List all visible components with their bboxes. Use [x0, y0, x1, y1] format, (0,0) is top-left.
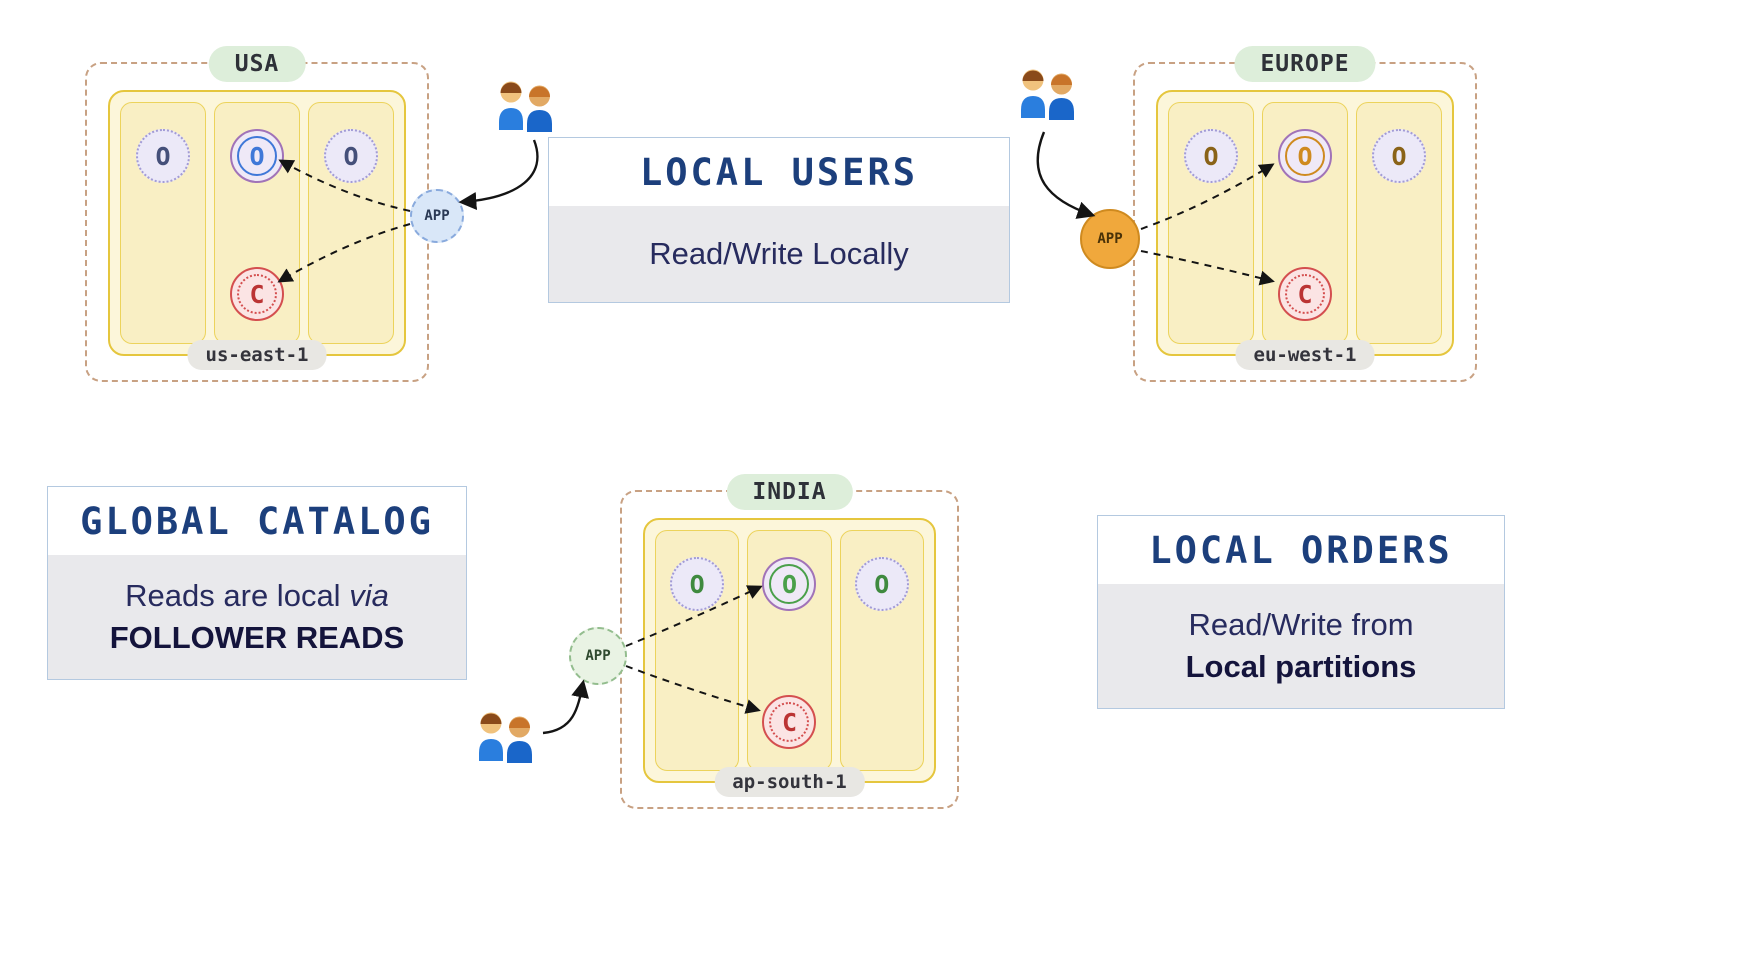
region-europe-cluster: O O C O eu-west-1: [1156, 90, 1454, 370]
users-icon: [479, 712, 532, 763]
callout-local-orders-line2: Local partitions: [1185, 648, 1417, 684]
follower-replica-orders: O: [324, 129, 378, 183]
leader-inner-ring: [237, 136, 277, 176]
catalog-inner-ring: [769, 702, 810, 742]
region-usa-cluster: O O C O us-east-1: [108, 90, 406, 370]
arrow-india-users-to-app: [542, 679, 590, 735]
leader-inner-ring: [1285, 136, 1325, 176]
callout-global-catalog: GLOBAL CATALOG Reads are local via FOLLO…: [47, 486, 467, 680]
callout-local-orders-body: Read/Write from Local partitions: [1098, 584, 1504, 708]
replica-letter: C: [781, 707, 798, 737]
users-icon-india: [470, 703, 538, 768]
callout-global-catalog-line2: FOLLOWER READS: [109, 619, 405, 655]
replica-letter: C: [249, 279, 265, 309]
region-india-label: INDIA: [726, 474, 853, 510]
callout-local-users-body: Read/Write Locally: [549, 206, 1009, 302]
app-circle-india: APP: [569, 627, 627, 685]
region-india: INDIA O O C O: [620, 474, 959, 809]
body-text-italic: via: [349, 578, 389, 613]
arrow-europe-users-to-app: [1036, 131, 1096, 219]
replica-letter: C: [1297, 279, 1313, 309]
follower-replica-orders: O: [1372, 129, 1426, 183]
body-text: Reads are local: [125, 578, 350, 613]
zone-label-eu-west-1: eu-west-1: [1235, 340, 1375, 370]
db-node: O C: [747, 530, 832, 771]
callout-local-users-title: LOCAL USERS: [639, 151, 919, 194]
replica-letter: O: [1203, 141, 1219, 171]
replica-letter: O: [689, 569, 705, 599]
replica-letter: O: [781, 569, 798, 599]
users-icon-usa: [490, 72, 558, 137]
zone-label-us-east-1: us-east-1: [187, 340, 327, 370]
leader-replica-orders: O: [1278, 129, 1332, 183]
region-europe: EUROPE O O C O: [1133, 46, 1477, 382]
replica-letter: O: [1297, 141, 1313, 171]
leader-inner-ring: [769, 564, 810, 604]
replica-letter: O: [249, 141, 265, 171]
zone-label-ap-south-1: ap-south-1: [714, 767, 865, 797]
leader-replica-orders: O: [230, 129, 284, 183]
callout-global-catalog-title: GLOBAL CATALOG: [80, 500, 434, 543]
replica-letter: O: [155, 141, 171, 171]
db-node: O C: [1262, 102, 1348, 344]
follower-replica-orders: O: [854, 557, 909, 611]
app-circle-usa: APP: [410, 189, 464, 243]
replica-letter: O: [1391, 141, 1407, 171]
db-node: O: [655, 530, 740, 771]
replica-letter: O: [874, 569, 890, 599]
db-node: O: [1168, 102, 1254, 344]
db-node: O: [308, 102, 394, 344]
catalog-replica: C: [1278, 267, 1332, 321]
callout-local-orders-title: LOCAL ORDERS: [1149, 529, 1453, 572]
app-circle-europe: APP: [1080, 209, 1140, 269]
users-icon-europe: [1012, 60, 1080, 125]
users-icon: [1021, 69, 1074, 120]
db-node: O: [120, 102, 206, 344]
region-usa: USA O O C O u: [85, 46, 429, 382]
region-india-cluster: O O C O ap-south-1: [643, 518, 936, 797]
callout-local-users: LOCAL USERS Read/Write Locally: [548, 137, 1010, 303]
catalog-inner-ring: [1285, 274, 1325, 314]
follower-replica-orders: O: [1184, 129, 1238, 183]
callout-local-orders-line1: Read/Write from: [1188, 607, 1414, 642]
region-usa-label: USA: [208, 46, 306, 82]
users-icon: [499, 81, 552, 132]
db-node: O C: [214, 102, 300, 344]
db-node: O: [839, 530, 924, 771]
follower-replica-orders: O: [136, 129, 190, 183]
catalog-replica: C: [762, 695, 817, 749]
db-node: O: [1356, 102, 1442, 344]
catalog-inner-ring: [237, 274, 277, 314]
follower-replica-orders: O: [670, 557, 725, 611]
region-europe-label: EUROPE: [1234, 46, 1376, 82]
callout-global-catalog-line1: Reads are local via: [56, 575, 458, 617]
replica-letter: O: [343, 141, 359, 171]
leader-replica-orders: O: [762, 557, 817, 611]
catalog-replica: C: [230, 267, 284, 321]
arrow-usa-users-to-app: [458, 139, 539, 210]
callout-local-orders: LOCAL ORDERS Read/Write from Local parti…: [1097, 515, 1505, 709]
callout-global-catalog-body: Reads are local via FOLLOWER READS: [48, 555, 466, 679]
